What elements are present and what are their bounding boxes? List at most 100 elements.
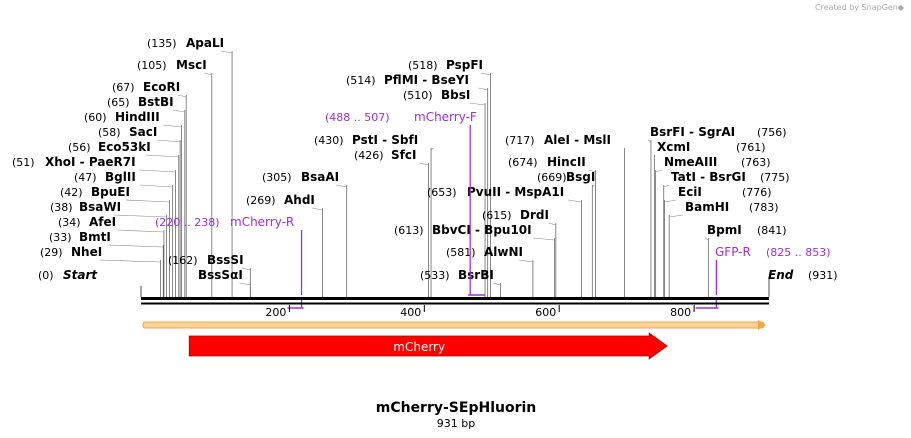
site-position-ahdi: (269): [246, 194, 276, 207]
connector-hindiii: [163, 124, 182, 128]
site-name-drdi[interactable]: DrdI: [520, 208, 549, 222]
orf-arrow-head: [758, 320, 766, 330]
connector-bsss-i: [239, 282, 251, 286]
connector-bpuei: [125, 199, 170, 203]
cut-site-labels: (29)NheI(33)BmtI(34)AfeI(38)BsaWI(42)Bpu…: [12, 36, 790, 282]
site-name-alwni[interactable]: AlwNI: [484, 245, 523, 259]
site-position-pvuii-mspa1i: (653): [427, 186, 457, 199]
site-name-pspfi[interactable]: PspFI: [446, 58, 483, 72]
connector-msci: [204, 72, 212, 76]
connector-bsssi: [241, 267, 251, 271]
site-position-eco53ki: (56): [68, 141, 91, 154]
site-position-hindiii: (60): [84, 111, 107, 124]
primer-range-mcherry-f: (488 .. 507): [325, 111, 390, 124]
site-position-afei: (34): [58, 216, 81, 229]
site-name-psti-sbfi[interactable]: PstI - SbfI: [352, 133, 418, 147]
site-name-apali[interactable]: ApaLI: [186, 36, 224, 50]
connector-saci: [157, 139, 181, 143]
tick-label-200: 200: [265, 306, 286, 319]
site-position-bsaai: (305): [262, 171, 292, 184]
primers: (220 .. 238) mCherry-R (488 .. 507) mCherry…: [155, 110, 831, 309]
site-position-ecori: (67): [112, 81, 135, 94]
site-name-tati-bsrgi[interactable]: TatI - BsrGI: [671, 170, 746, 184]
start-position: (0): [38, 269, 54, 282]
site-name-eco53ki[interactable]: Eco53kI: [98, 140, 151, 154]
site-name-bsgi[interactable]: BsgI: [566, 170, 595, 184]
site-name-bpuei[interactable]: BpuEI: [91, 185, 130, 199]
site-name-xhoi-paer7i[interactable]: XhoI - PaeR7I: [45, 155, 136, 169]
site-name-bsrbi[interactable]: BsrBI: [458, 268, 494, 282]
site-name-bbsi[interactable]: BbsI: [441, 88, 470, 102]
site-name-ecii[interactable]: EciI: [678, 185, 702, 199]
site-name-hincii[interactable]: HincII: [547, 155, 586, 169]
connector-bstbi: [172, 109, 185, 113]
site-name-alei-msli[interactable]: AleI - MslI: [544, 133, 611, 147]
site-position-bsssi: (162): [168, 254, 198, 267]
site-name-ahdi[interactable]: AhdI: [284, 193, 315, 207]
connector-ecori: [177, 94, 187, 98]
site-name-ecori[interactable]: EcoRI: [143, 80, 180, 94]
site-name-bmti[interactable]: BmtI: [79, 230, 111, 244]
site-position-nhei: (29): [40, 246, 63, 259]
site-position-nmeaiii: (763): [741, 156, 771, 169]
connector-ecii: [664, 199, 677, 203]
site-position-bsgi: (669): [537, 171, 567, 184]
end-label: End: [768, 268, 794, 282]
connector-ahdi: [312, 207, 323, 211]
primer-range-gfp-r: (825 .. 853): [766, 246, 831, 259]
site-name-bsawi[interactable]: BsaWI: [79, 200, 121, 214]
end-position: (931): [808, 269, 838, 282]
site-name-sfci[interactable]: SfcI: [391, 148, 416, 162]
site-position-bsawi: (38): [50, 201, 73, 214]
site-name-msci[interactable]: MscI: [176, 58, 207, 72]
site-position-bamhi: (783): [749, 201, 779, 214]
site-position-pflmi-bseyi: (514): [346, 74, 376, 87]
site-position-xcmi: (761): [736, 141, 766, 154]
site-name-bsaai[interactable]: BsaAI: [301, 170, 339, 184]
connector-alwni: [518, 259, 533, 263]
site-name-pflmi-bseyi[interactable]: PflMI - BseYI: [384, 73, 469, 87]
site-name-bsssi[interactable]: BssSI: [207, 253, 244, 267]
site-position-bmti: (33): [49, 231, 72, 244]
connector-sfci: [419, 162, 429, 166]
site-position-msci: (105): [137, 59, 167, 72]
primer-name-mcherry-f[interactable]: mCherry-F: [414, 110, 477, 124]
site-name-bbvci-bpu10i[interactable]: BbvCI - Bpu10I: [432, 223, 532, 237]
connector-tati-bsrgi: [663, 184, 670, 188]
site-name-bpmi[interactable]: BpmI: [707, 223, 742, 237]
connector-drdi: [548, 222, 556, 226]
primer-range-mcherry-r: (220 .. 238): [155, 216, 220, 229]
connector-eco53ki: [146, 154, 179, 158]
site-name-pvuii-mspa1i[interactable]: PvuII - MspA1I: [467, 185, 564, 199]
site-name-bstbi[interactable]: BstBI: [138, 95, 174, 109]
tick-label-400: 400: [400, 306, 421, 319]
connector-bbsi: [469, 102, 486, 106]
connector-pvuii-mspa1i: [567, 199, 582, 203]
site-name-bsss-i[interactable]: BssSαI: [198, 268, 243, 282]
connector-bsrbi: [492, 282, 501, 286]
site-name-bamhi[interactable]: BamHI: [685, 200, 729, 214]
site-name-nhei[interactable]: NheI: [71, 245, 102, 259]
site-name-afei[interactable]: AfeI: [89, 215, 116, 229]
primer-name-gfp-r[interactable]: GFP-R: [715, 245, 751, 259]
connector-pflmi-bseyi: [478, 87, 488, 91]
site-name-saci[interactable]: SacI: [129, 125, 157, 139]
connector-bsrfi-sgrai: [647, 139, 652, 143]
branding: Created by SnapGene: [815, 3, 903, 12]
site-position-bsrbi: (533): [420, 269, 450, 282]
connector-nhei: [99, 259, 161, 263]
connector-bsawi: [113, 214, 167, 218]
site-name-bglii[interactable]: BglII: [105, 170, 136, 184]
site-name-hindiii[interactable]: HindIII: [115, 110, 160, 124]
connector-pspfi: [480, 72, 491, 76]
site-position-xhoi-paer7i: (51): [12, 156, 35, 169]
primer-name-mcherry-r[interactable]: mCherry-R: [230, 215, 294, 229]
site-name-nmeaiii[interactable]: NmeAIII: [664, 155, 717, 169]
site-position-bsrfi-sgrai: (756): [757, 126, 787, 139]
site-name-xcmi[interactable]: XcmI: [657, 140, 690, 154]
site-name-bsrfi-sgrai[interactable]: BsrFI - SgrAI: [650, 125, 735, 139]
site-position-alwni: (581): [446, 246, 476, 259]
snapgene-icon: ◆: [898, 3, 905, 12]
connector-bsaai: [335, 184, 347, 188]
